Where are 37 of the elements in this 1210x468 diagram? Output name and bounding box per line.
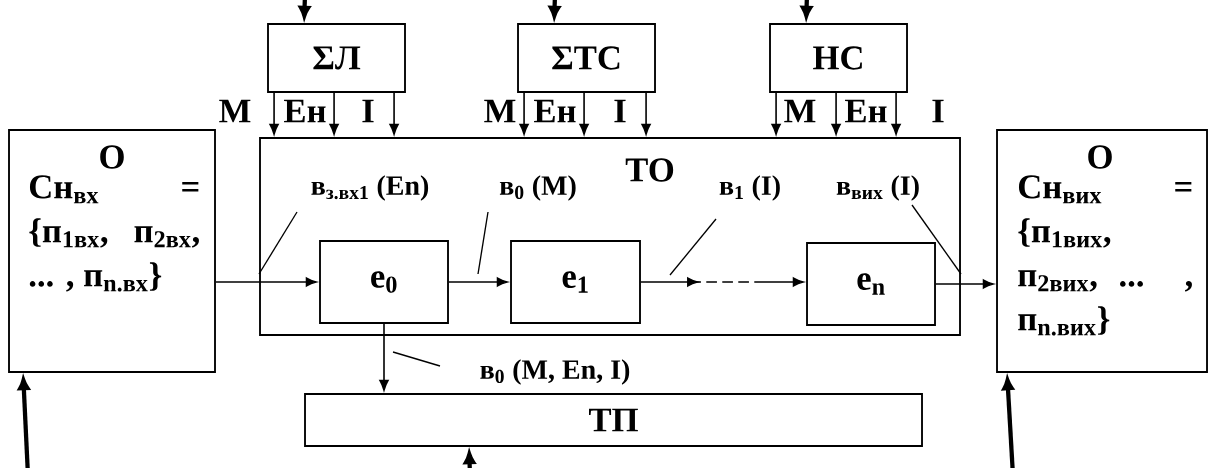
arrow xyxy=(448,277,508,287)
arrow xyxy=(771,92,781,135)
arrow xyxy=(579,92,589,135)
edge-label: в$_{з.вх1}$ (En) xyxy=(309,174,431,203)
element-box: e$_{1}$ xyxy=(510,240,641,324)
block-box: ТП xyxy=(304,393,923,447)
block-box: НС xyxy=(769,23,908,93)
edge-label: М xyxy=(482,98,518,124)
element-box: e$_{0}$ xyxy=(319,240,449,324)
edge-label: Ен xyxy=(843,98,889,124)
arrow xyxy=(215,277,317,287)
arrow xyxy=(831,92,841,135)
arrow xyxy=(519,92,529,135)
edge-label: I xyxy=(929,98,947,124)
block-box: ΣТС xyxy=(517,23,656,93)
arrow xyxy=(891,92,901,135)
edge-label: I xyxy=(359,98,377,124)
edge-label: в$_{1}$ (I) xyxy=(717,174,783,203)
arrow xyxy=(640,277,804,287)
edge-label: в$_{0}$ (M, En, I) xyxy=(478,358,632,387)
arrow xyxy=(389,92,399,135)
object-box: О Сн$_{вх}$ = {п$_{1вх}$, п$_{2вх}$, ... , п$_{n.вх}$} xyxy=(8,129,216,373)
edge-label: в$_{0}$ (M) xyxy=(497,174,579,203)
edge-label: М xyxy=(217,98,253,124)
edge-label: I xyxy=(611,98,629,124)
arrow xyxy=(935,279,994,289)
edge-label: в$_{вих}$ (I) xyxy=(834,174,922,203)
arrow xyxy=(269,92,279,135)
edge-label: Ен xyxy=(282,98,328,124)
arrow xyxy=(641,92,651,135)
edge-label: М xyxy=(782,98,818,124)
arrow xyxy=(329,92,339,135)
arrow xyxy=(379,323,389,391)
element-box: e$_{n}$ xyxy=(806,242,936,326)
block-box: ΣЛ xyxy=(267,23,406,93)
edge-label: Ен xyxy=(532,98,578,124)
object-box: О Сн$_{вих}$ = {п$_{1вих}$, п$_{2вих}$, ... , п$_{n.вих}$} xyxy=(996,129,1208,373)
